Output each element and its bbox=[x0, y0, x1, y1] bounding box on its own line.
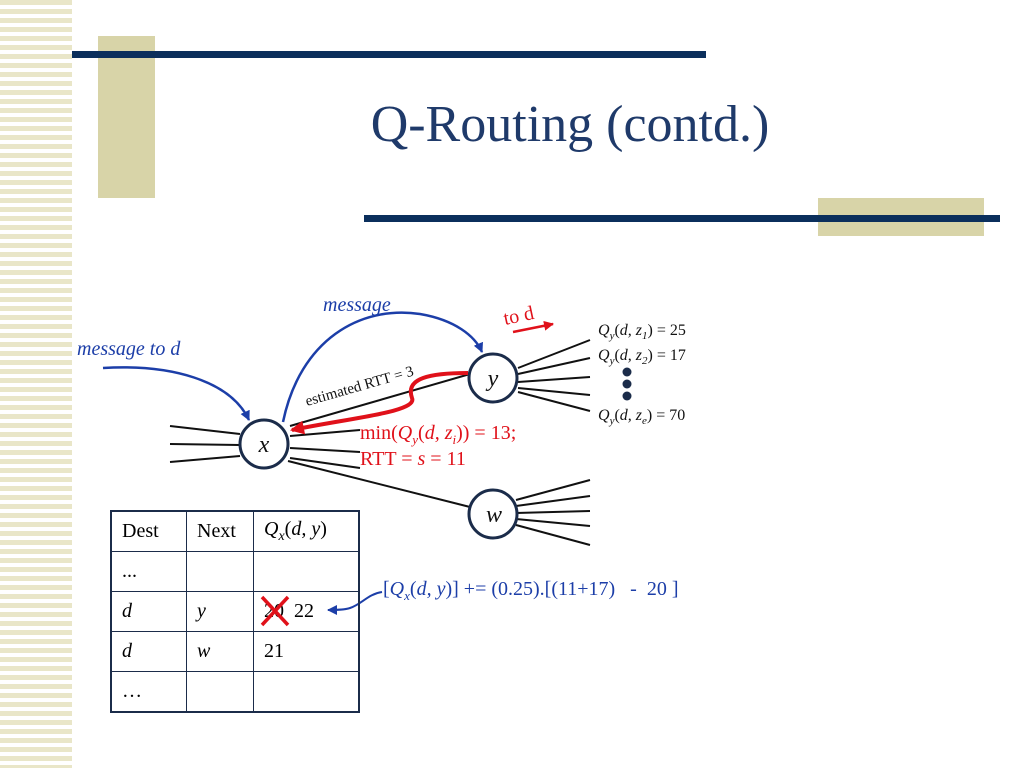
top-left-tan-block bbox=[98, 36, 155, 198]
cell-next: y bbox=[186, 591, 254, 632]
edge-y-2 bbox=[517, 357, 591, 375]
cell-dest: … bbox=[110, 671, 187, 713]
edge-w-5 bbox=[515, 524, 591, 546]
cell-q: 21 bbox=[253, 631, 360, 672]
cross-out-icon bbox=[260, 595, 290, 627]
table-row: ... bbox=[110, 551, 360, 592]
table-header-row: Dest Next Qx(d, y) bbox=[110, 510, 360, 552]
edge-y-5 bbox=[517, 391, 591, 412]
table-row: d y 20 22 bbox=[110, 591, 360, 632]
update-formula: [Qx(d, y)] += (0.25).[(11+17) - 20 ] bbox=[383, 578, 679, 603]
edge-x-right-2 bbox=[289, 447, 361, 453]
label-estimated-rtt: estimated RTT = 3 bbox=[304, 364, 416, 410]
arrow-message-x-to-y bbox=[281, 311, 484, 423]
edge-x-right-1 bbox=[289, 429, 361, 437]
cell-next: w bbox=[186, 631, 254, 672]
node-x-label: x bbox=[258, 432, 270, 458]
header-next: Next bbox=[186, 510, 254, 552]
table-row: … bbox=[110, 671, 360, 713]
edge-w-4 bbox=[515, 518, 591, 527]
label-min-q: min(Qy(d, zi)) = 13; bbox=[360, 422, 516, 447]
cell-q bbox=[253, 551, 360, 592]
label-message: message bbox=[323, 294, 391, 316]
new-q-value: 22 bbox=[294, 600, 314, 622]
cell-q-updated: 20 22 bbox=[253, 591, 360, 632]
label-message-to-d: message to d bbox=[77, 338, 181, 360]
bottom-rule bbox=[364, 215, 1000, 222]
edge-x-w bbox=[287, 460, 471, 508]
node-w bbox=[467, 488, 519, 540]
edge-w-3 bbox=[515, 510, 591, 514]
ellipsis-dot-1 bbox=[622, 367, 632, 377]
node-x bbox=[238, 418, 290, 470]
ellipsis-dot-3 bbox=[622, 391, 632, 401]
label-to-d: to d bbox=[501, 302, 535, 330]
edge-x-y bbox=[289, 373, 471, 427]
q-value-z2: Qy(d, z2) = 17 bbox=[598, 347, 686, 367]
ellipsis-dot-2 bbox=[622, 379, 632, 389]
arrow-to-d bbox=[512, 320, 554, 334]
table-row: d w 21 bbox=[110, 631, 360, 672]
arrow-estimate-back-to-x bbox=[290, 371, 469, 435]
cell-q bbox=[253, 671, 360, 713]
cell-dest: d bbox=[110, 591, 187, 632]
left-stripe-pattern bbox=[0, 0, 72, 768]
label-rtt-s: RTT = s = 11 bbox=[360, 448, 466, 470]
edge-y-3 bbox=[517, 376, 591, 383]
edge-y-1 bbox=[517, 339, 591, 369]
cell-next bbox=[186, 551, 254, 592]
q-value-z1: Qy(d, z1) = 25 bbox=[598, 322, 686, 342]
top-rule bbox=[72, 51, 706, 58]
node-w-label: w bbox=[486, 502, 502, 528]
q-table: Dest Next Qx(d, y) ... d y 20 22 d w bbox=[110, 510, 360, 713]
edge-w-2 bbox=[515, 495, 591, 507]
cell-dest: ... bbox=[110, 551, 187, 592]
slide-title: Q-Routing (contd.) bbox=[370, 96, 770, 153]
edge-x-right-3 bbox=[289, 457, 361, 469]
edge-x-left-2 bbox=[169, 443, 241, 446]
edge-y-4 bbox=[517, 387, 591, 396]
q-value-ze: Qy(d, ze) = 70 bbox=[598, 407, 685, 427]
edge-w-1 bbox=[515, 479, 591, 501]
edge-x-left-3 bbox=[169, 455, 241, 463]
cell-next bbox=[186, 671, 254, 713]
node-y bbox=[467, 352, 519, 404]
header-q: Qx(d, y) bbox=[253, 510, 360, 552]
arrow-message-to-x bbox=[102, 366, 251, 421]
node-y-label: y bbox=[486, 366, 499, 392]
cell-dest: d bbox=[110, 631, 187, 672]
edge-x-left-1 bbox=[169, 425, 241, 435]
header-dest: Dest bbox=[110, 510, 187, 552]
